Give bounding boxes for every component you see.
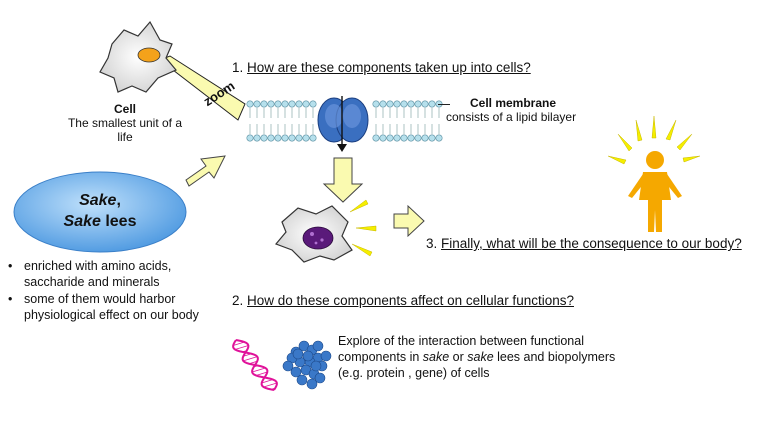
lower-cell-nucleus — [302, 226, 334, 250]
sake-line2-suffix: lees — [100, 213, 137, 230]
membrane-caption: Cell membrane consists of a lipid bilaye… — [446, 96, 576, 124]
lower-cell — [274, 205, 353, 263]
membrane-pointer-line — [438, 104, 450, 105]
bullet-item: enriched with amino acids, saccharide an… — [6, 258, 216, 290]
sake-line1-italic: Sake — [79, 192, 117, 209]
question-2-text: How do these components affect on cellul… — [247, 293, 574, 308]
cell-caption: Cell The smallest unit of a life — [60, 102, 190, 144]
sake-bullet-list: enriched with amino acids, saccharide an… — [6, 258, 216, 324]
question-3-number: 3. — [426, 236, 438, 251]
protein-icon — [282, 340, 332, 390]
dna-icon — [232, 339, 278, 391]
membrane-title: Cell membrane — [470, 96, 557, 110]
person-burst-rays — [607, 115, 701, 165]
sake-line1-suffix: , — [116, 192, 121, 209]
lipid-bilayer — [246, 100, 443, 142]
right-arrow — [393, 204, 425, 238]
explore-text: Explore of the interaction between funct… — [338, 333, 615, 381]
cell-title: Cell — [113, 102, 136, 116]
channel-protein — [317, 96, 369, 152]
cell-illustration — [99, 20, 177, 93]
explore-line2: components in sake or sake lees and biop… — [338, 350, 616, 364]
sake-label: Sake, Sake lees — [14, 190, 186, 232]
cell-subtitle: The smallest unit of a life — [67, 116, 183, 144]
explore-line1: Explore of the interaction between funct… — [338, 334, 584, 348]
cell-burst-rays — [349, 199, 377, 257]
question-2-number: 2. — [232, 293, 244, 308]
bullet-item: some of them would harbor physiological … — [6, 291, 216, 323]
question-1-text: How are these components taken up into c… — [247, 60, 531, 75]
person-icon — [628, 151, 682, 232]
sake-line2-italic: Sake — [63, 213, 101, 230]
question-2: 2. How do these components affect on cel… — [232, 293, 574, 308]
sake-ellipse — [13, 171, 187, 253]
question-3-text: Finally, what will be the consequence to… — [441, 236, 742, 251]
membrane-subtitle: consists of a lipid bilayer — [446, 110, 577, 124]
diagonal-arrow — [185, 155, 226, 187]
cell-nucleus — [137, 47, 161, 63]
down-arrow — [322, 157, 364, 203]
explore-line3: (e.g. protein , gene) of cells — [338, 366, 490, 380]
question-1: 1. How are these components taken up int… — [232, 60, 531, 75]
question-3: 3. Finally, what will be the consequence… — [426, 236, 742, 251]
question-1-number: 1. — [232, 60, 244, 75]
